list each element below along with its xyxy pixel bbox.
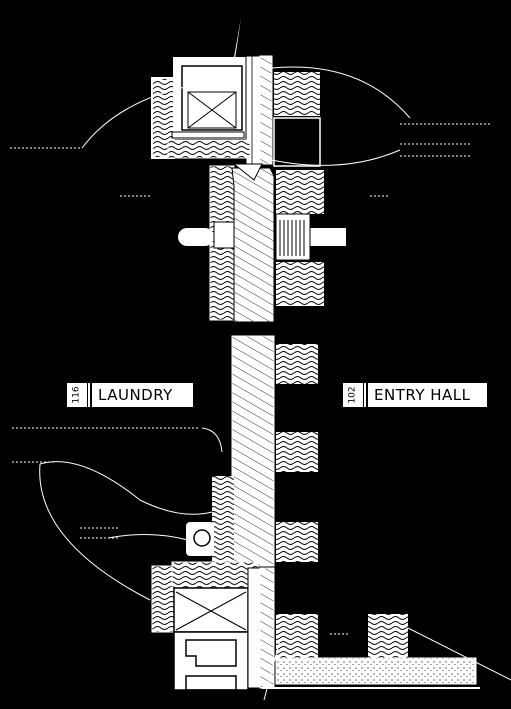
sill-assembly	[151, 561, 511, 701]
room-name: ENTRY HALL	[366, 383, 477, 407]
room-name: LAUNDRY	[90, 383, 179, 407]
room-tag-laundry: 116 LAUNDRY	[66, 382, 194, 408]
room-number-text: 102	[348, 386, 358, 404]
room-number: 102	[343, 383, 364, 407]
room-tag-entry-hall: 102 ENTRY HALL	[342, 382, 488, 408]
head-assembly	[10, 11, 490, 167]
room-number: 116	[67, 383, 88, 407]
room-number-text: 116	[72, 386, 82, 404]
hinge-grille	[275, 213, 311, 261]
upper-frame	[120, 163, 390, 323]
door-leaf	[12, 335, 318, 601]
